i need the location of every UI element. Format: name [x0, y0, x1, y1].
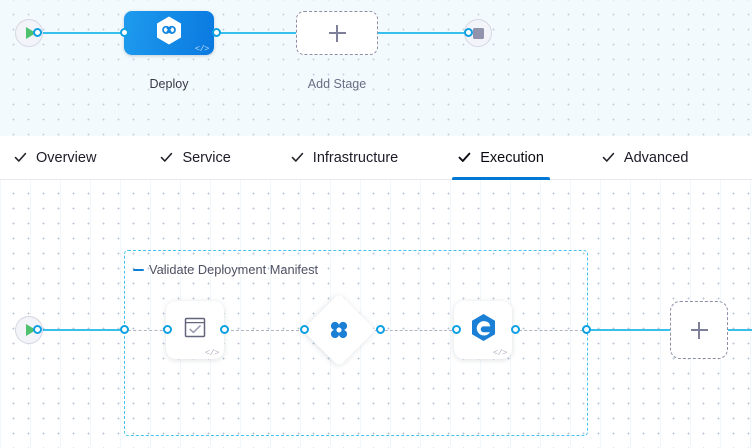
stage-connector-deploy-add — [216, 32, 302, 34]
tab-overview[interactable]: Overview — [0, 136, 112, 180]
step-connector-addstep-next — [728, 329, 752, 331]
step-connector-rolling-groupexit — [514, 330, 588, 331]
check-icon — [458, 151, 471, 164]
checkbox-window-icon — [182, 316, 208, 345]
stop-icon — [472, 27, 484, 39]
execution-canvas[interactable]: Validate Deployment Manifest — [0, 180, 752, 448]
step-code-badge-dry-run[interactable]: </> — [204, 347, 220, 358]
add-stage-button[interactable] — [296, 11, 378, 55]
tab-advanced[interactable]: Advanced — [586, 136, 705, 180]
step-connector-group-dryrun — [128, 330, 168, 331]
stage-setup-tabs: Overview Service Infrastructure Executio… — [0, 136, 752, 180]
stage-label-deploy: Deploy — [149, 77, 189, 91]
check-icon — [291, 151, 304, 164]
tab-label-service: Service — [182, 149, 231, 166]
play-icon — [25, 27, 36, 39]
step-output-dot-rolling[interactable] — [511, 325, 520, 334]
step-input-dot-dry-run[interactable] — [163, 325, 172, 334]
step-connector-start-group — [36, 329, 128, 331]
play-icon — [25, 324, 36, 336]
add-step-button[interactable] — [670, 301, 728, 359]
stage-connector-dot-end[interactable] — [464, 28, 473, 37]
step-output-dot-approve[interactable] — [376, 325, 385, 334]
tab-execution[interactable]: Execution — [442, 136, 560, 180]
collapse-dash-icon[interactable] — [133, 268, 144, 271]
step-group-label: Validate Deployment Manifest — [149, 262, 319, 277]
stage-connector-add-end — [375, 32, 469, 34]
stage-connector-start-deploy — [36, 32, 126, 34]
stage-input-dot-deploy[interactable] — [120, 28, 129, 37]
step-group-header[interactable]: Validate Deployment Manifest — [133, 262, 318, 277]
stage-output-dot-deploy[interactable] — [212, 28, 221, 37]
execution-start-dot[interactable] — [33, 325, 42, 334]
stage-code-badge[interactable]: </> — [194, 43, 210, 54]
step-code-badge-rolling[interactable]: </> — [492, 347, 508, 358]
check-icon — [160, 151, 173, 164]
step-input-dot-approve[interactable] — [300, 325, 309, 334]
harness-approval-clover-icon — [325, 316, 353, 344]
harness-hexagon-icon — [155, 16, 183, 51]
tab-label-execution: Execution — [480, 149, 544, 166]
step-group-validate-deployment-manifest[interactable] — [124, 250, 588, 436]
tab-service[interactable]: Service — [144, 136, 246, 180]
check-icon — [14, 151, 27, 164]
stage-connector-dot-start[interactable] — [33, 28, 42, 37]
stage-node-deploy[interactable]: </> — [124, 11, 214, 55]
stage-canvas[interactable]: </> Deploy Add Stage — [0, 0, 752, 136]
step-group-exit-dot[interactable] — [582, 325, 591, 334]
tab-label-advanced: Advanced — [623, 149, 689, 166]
step-input-dot-rolling[interactable] — [452, 325, 461, 334]
check-icon — [602, 151, 615, 164]
step-node-dry-run[interactable]: </> — [166, 301, 224, 359]
add-stage-label: Add Stage — [307, 77, 367, 91]
step-group-entry-dot[interactable] — [120, 325, 129, 334]
plus-icon — [690, 321, 708, 339]
step-connector-approve-rolling — [375, 330, 457, 331]
step-connector-dryrun-approve — [226, 330, 304, 331]
tab-label-infrastructure: Infrastructure — [312, 149, 399, 166]
step-node-rolling-deployment[interactable]: </> — [454, 301, 512, 359]
step-connector-group-addstep — [586, 329, 670, 331]
tab-label-overview: Overview — [36, 149, 97, 166]
tab-infrastructure[interactable]: Infrastructure — [275, 136, 414, 180]
rolling-deployment-hexagon-icon — [470, 313, 497, 347]
step-output-dot-dry-run[interactable] — [220, 325, 229, 334]
plus-icon — [328, 24, 346, 42]
